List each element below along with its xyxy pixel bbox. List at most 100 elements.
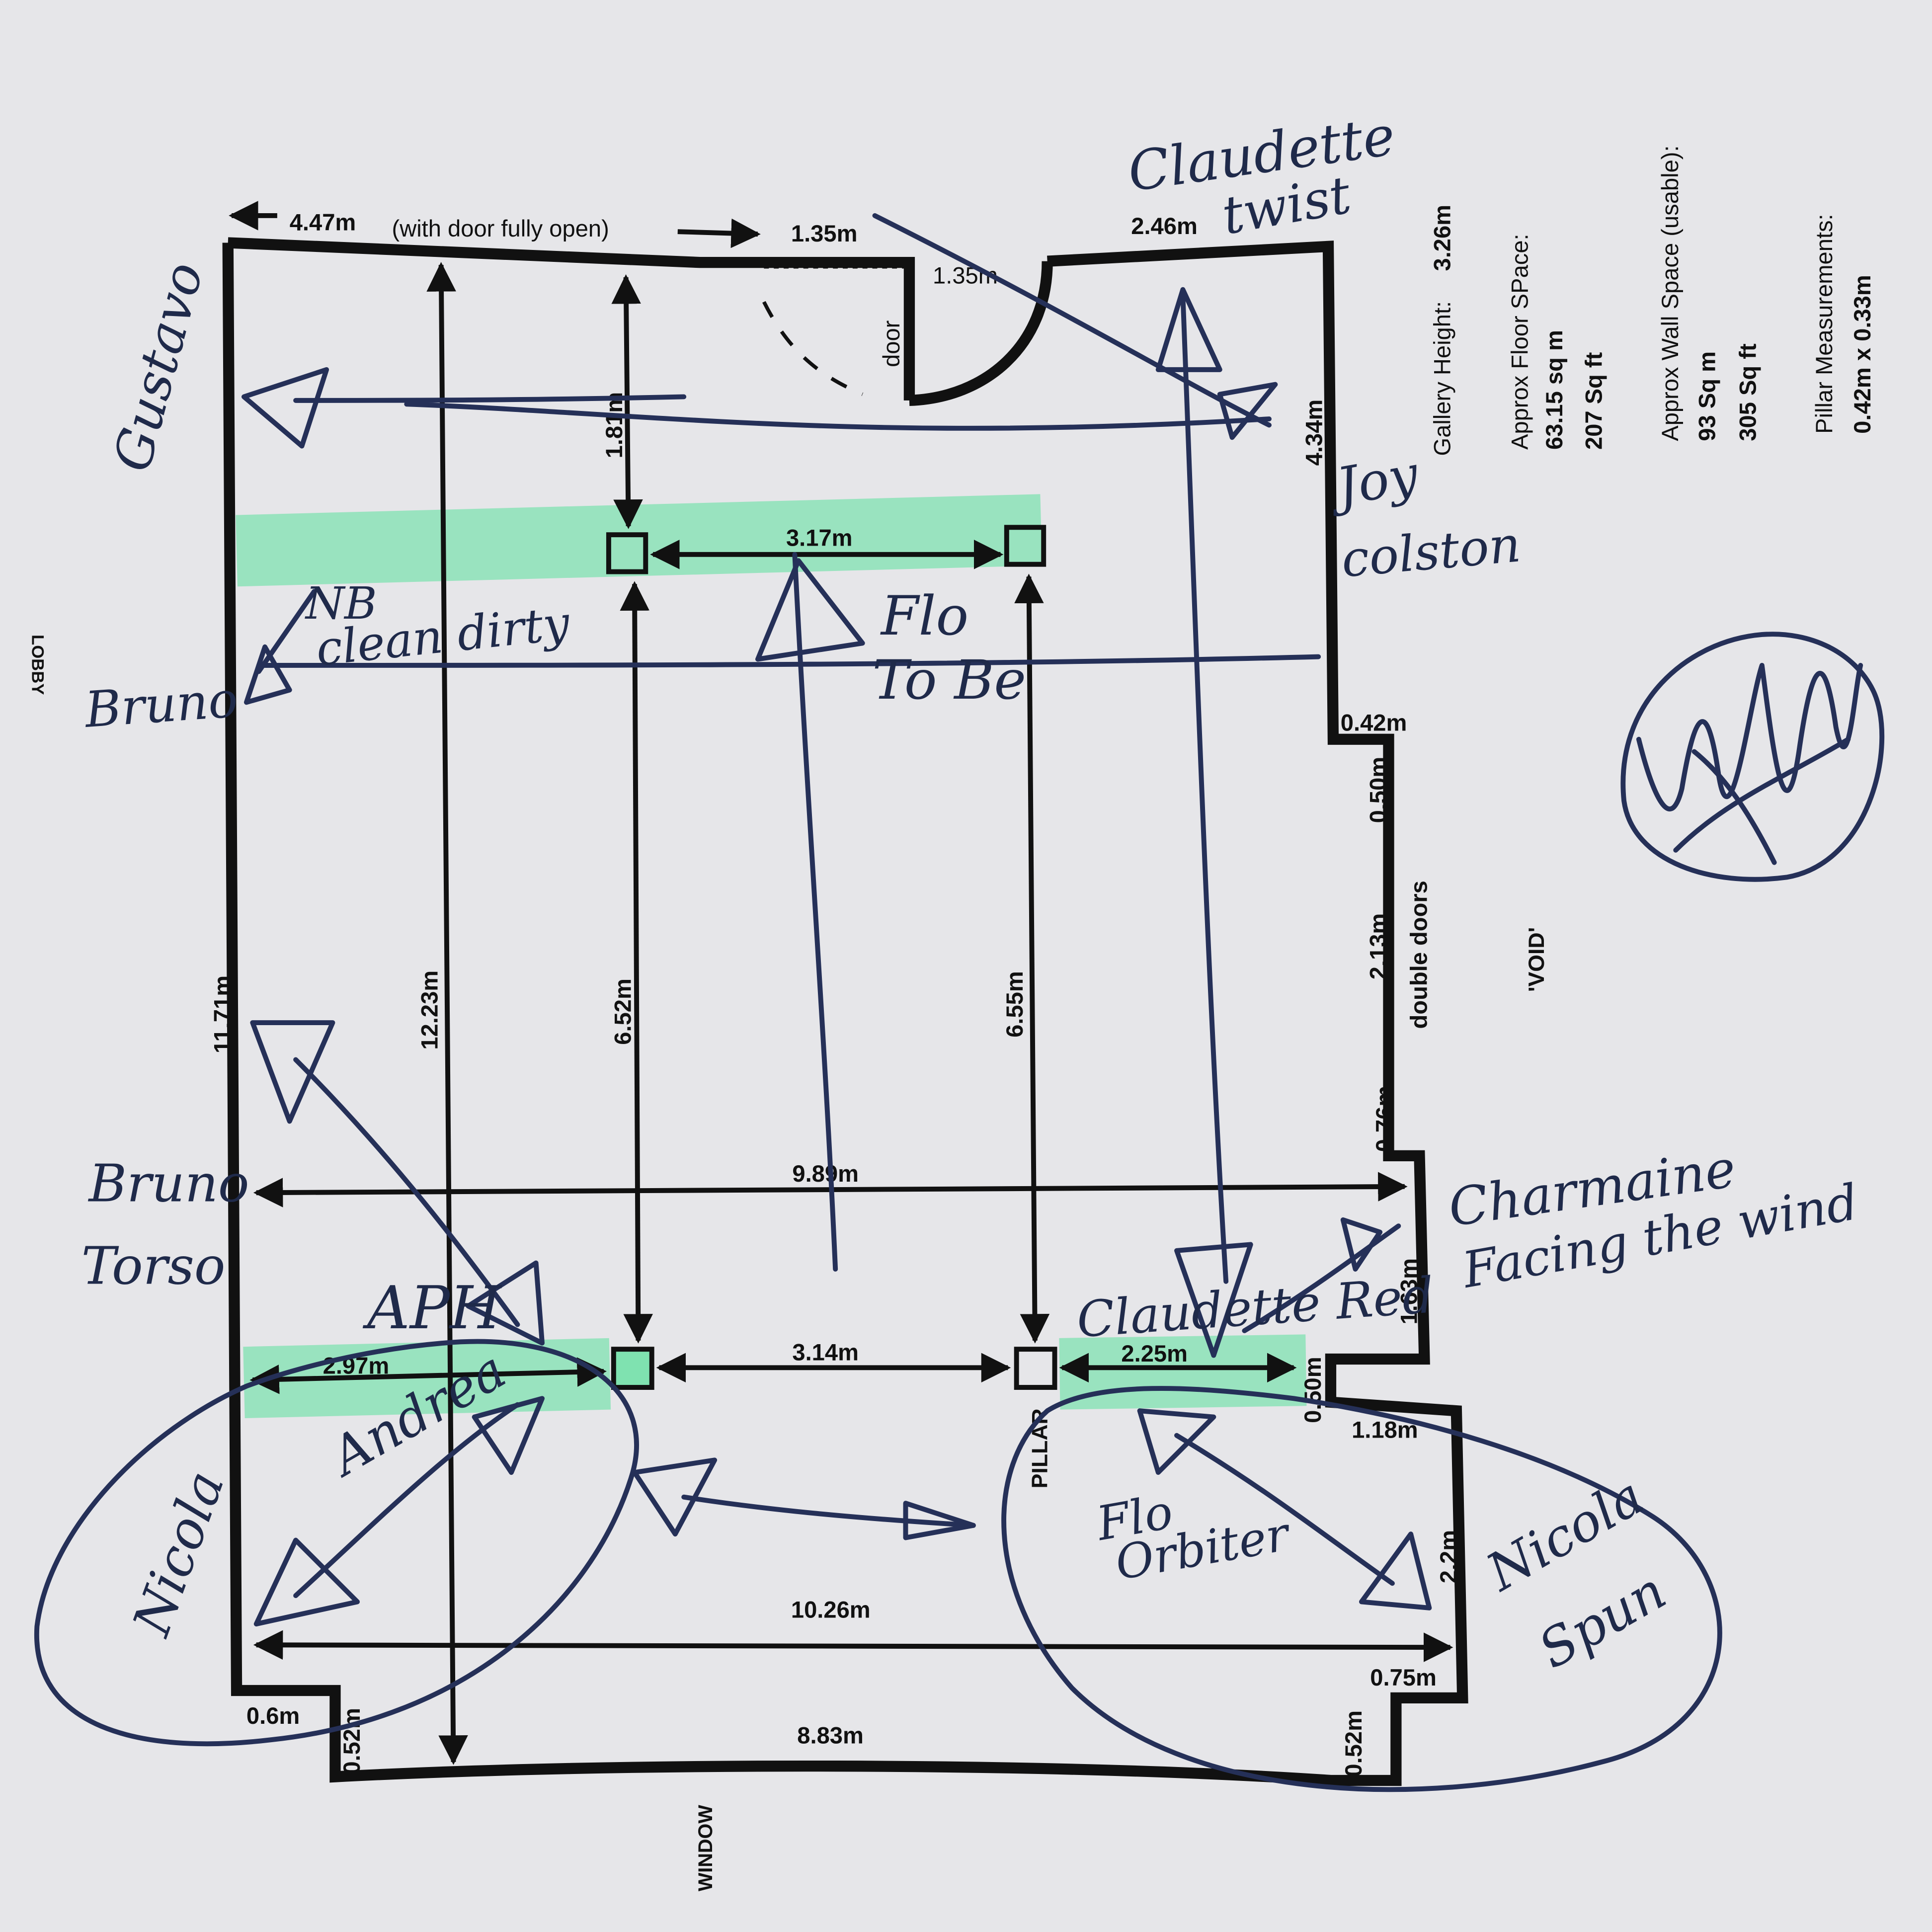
label-full-length: 12.23m — [416, 970, 442, 1050]
ink-triangle-claudette-twist — [1155, 287, 1222, 372]
label-left-wall: 11.71m — [209, 975, 236, 1053]
ink-line-claudette-twist — [872, 213, 1272, 428]
hand-bruno-mid: Bruno — [88, 1153, 249, 1214]
hand-torso: Torso — [81, 1236, 226, 1296]
info-wall-sqm: 93 Sq m — [1694, 351, 1720, 441]
pillar-bottom-right — [1014, 1347, 1057, 1390]
dim-line-door-width-end — [677, 218, 761, 248]
info-floor-sqm: 63.15 sq m — [1541, 330, 1567, 450]
label-door-width-note: (with door fully open) — [392, 215, 609, 242]
ink-arrow-gustavo — [293, 394, 687, 403]
label-right-lower-wall: 2.2m — [1435, 1530, 1461, 1583]
hand-gustavo: Gustavo — [101, 256, 215, 478]
info-wall-label: Approx Wall Space (usable): — [1657, 145, 1683, 441]
ink-triangle-center-head — [903, 1501, 976, 1540]
ink-triangle-flo-orbiter — [1137, 1408, 1216, 1475]
ink-triangle-claudette-red — [1174, 1242, 1253, 1358]
ink-nb-line — [256, 589, 317, 674]
label-top-door-gap: 1.35m — [791, 220, 858, 246]
label-void: 'VOID' — [1525, 927, 1549, 992]
hand-flo: Flo — [880, 584, 968, 647]
label-lower-recess: 0.50m — [1299, 1357, 1326, 1423]
ink-arrow-center — [681, 1494, 976, 1528]
hand-nicola-left: Nicola — [121, 1463, 236, 1644]
hand-nb: NB — [305, 578, 377, 630]
dim-line-room-width-low — [253, 1630, 1453, 1662]
dim-line-left-pillar-run — [620, 581, 653, 1344]
dim-line-top-to-pillar — [611, 274, 643, 529]
ink-triangle-andrea — [472, 1396, 545, 1475]
pillar-bottom-left — [611, 1347, 654, 1390]
dim-line-full-length — [426, 262, 468, 1765]
label-door-width-open: 4.47m — [290, 209, 356, 236]
ink-triangle-nicola-right — [1359, 1531, 1432, 1610]
highlight-bottom-wall-line-right — [1059, 1334, 1307, 1410]
hand-spun: Spun — [1529, 1560, 1676, 1681]
pillar-top-left — [606, 532, 648, 574]
ink-triangle-gustavo — [242, 367, 329, 449]
info-floor-label: Approx Floor SPace: — [1507, 234, 1533, 450]
label-window: WINDOW — [695, 1805, 717, 1892]
dim-line-right-pillar-run — [1014, 573, 1050, 1344]
label-right-pillar-run: 6.55m — [1001, 971, 1028, 1038]
label-room-width-low: 10.26m — [791, 1597, 871, 1623]
info-floor-sqft: 207 Sq ft — [1580, 352, 1607, 450]
hand-to-be: To Be — [873, 648, 1026, 712]
label-recess-upper: 0.50m — [1365, 757, 1391, 823]
ink-triangle-nicola-left — [253, 1537, 360, 1627]
ink-triangle-joy — [1217, 382, 1278, 440]
label-pillar: PILLAR — [1028, 1408, 1052, 1488]
ink-triangle-center — [632, 1457, 718, 1537]
label-double-doors: double doors — [1405, 881, 1432, 1029]
label-room-width-mid: 9.89m — [792, 1160, 859, 1187]
label-pillar-span-bottom: 3.14m — [792, 1339, 859, 1365]
label-pillar-span-top: 3.17m — [786, 524, 853, 551]
ink-triangle-bruno-torso — [250, 1020, 335, 1124]
hand-flo-orbiter: Flo — [1092, 1485, 1177, 1551]
ink-triangle-charmaine — [1340, 1217, 1383, 1272]
ink-line-andrea — [293, 1402, 520, 1599]
label-window-width: 8.83m — [797, 1722, 864, 1749]
ink-arrow-joy — [404, 402, 1272, 431]
label-doors-width: 2.13m — [1365, 913, 1391, 980]
ink-triangle-bruno — [243, 644, 292, 705]
hand-colston: colston — [1339, 516, 1523, 588]
door-swing-arc — [909, 261, 1053, 406]
ink-ellipse-nicola-left — [34, 1339, 639, 1747]
door-dashed-arc — [762, 301, 864, 396]
dim-line-left-to-pillar — [249, 1357, 607, 1394]
label-door: door — [878, 321, 904, 367]
label-left-step: 0.6m — [246, 1702, 300, 1729]
ink-line-claudette-red — [1180, 293, 1229, 1284]
ink-line-flo-orbiter — [1174, 1433, 1395, 1586]
hand-joy: Joy — [1323, 444, 1423, 519]
pillar-top-right — [1004, 525, 1046, 567]
label-right-step-bottom: 0.75m — [1370, 1664, 1437, 1690]
label-recess-lower: 0.76m — [1371, 1086, 1397, 1152]
ink-arrow-bruno — [256, 654, 1321, 668]
label-right-mid-wall: 1.63m — [1396, 1258, 1422, 1325]
label-recess-top: 0.42m — [1341, 709, 1407, 735]
info-wall-sqft: 305 Sq ft — [1734, 343, 1761, 441]
label-left-pillar-run: 6.52m — [610, 978, 636, 1045]
label-right-upper-wall: 4.34m — [1301, 400, 1327, 466]
info-pillar-value: 0.42m x 0.33m — [1849, 275, 1875, 434]
info-gallery-height-label: Gallery Height: — [1429, 301, 1455, 456]
label-top-right-wall: 2.46m — [1131, 213, 1198, 239]
ink-triangle-flo-to-be — [755, 558, 865, 662]
label-pillar-to-wall: 2.25m — [1121, 1340, 1188, 1367]
ink-line-bruno-torso — [293, 1057, 520, 1327]
hand-aph: APH — [362, 1274, 502, 1343]
info-gallery-height-value: 3.26m — [1429, 205, 1455, 271]
label-top-to-pillar: 1.81m — [601, 392, 627, 459]
info-pillar-label: Pillar Measurements: — [1811, 214, 1837, 433]
hand-bruno-top: Bruno — [82, 671, 240, 739]
ink-line-charmaine — [1242, 1223, 1401, 1333]
ink-line-flo-to-be — [792, 552, 838, 1272]
label-lobby: LOBBY — [28, 635, 47, 695]
signature-scribble — [1636, 663, 1863, 865]
label-left-step-v: 0.52m — [338, 1708, 365, 1774]
ink-ellipse-nicola-right — [1001, 1386, 1722, 1792]
label-right-step-v: 0.52m — [1340, 1710, 1367, 1777]
